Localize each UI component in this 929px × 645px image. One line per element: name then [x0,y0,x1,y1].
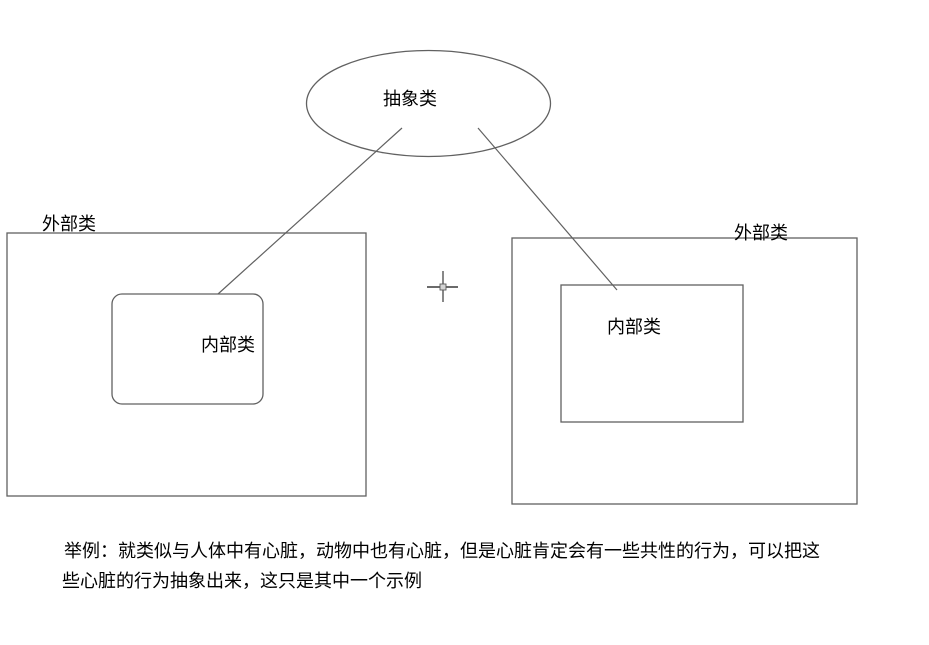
crosshair-cursor-icon [427,271,458,302]
abstract-class-ellipse [305,49,552,158]
right-outer-class-box [511,237,858,505]
right-inner-class-label: 内部类 [607,317,661,338]
connector-line-right [477,127,618,291]
right-outer-class-label: 外部类 [734,223,788,244]
caption-line-2: 些心脏的行为抽象出来，这只是其中一个示例 [62,571,422,592]
caption-line-1: 举例：就类似与人体中有心脏，动物中也有心脏，但是心脏肯定会有一些共性的行为，可以… [64,541,820,562]
right-inner-class-box [560,284,744,423]
connector-line-left [217,127,403,295]
left-inner-class-box [111,293,264,405]
left-inner-class-label: 内部类 [201,335,255,356]
abstract-class-label: 抽象类 [383,89,437,110]
left-outer-class-box [6,232,367,497]
left-outer-class-label: 外部类 [42,214,96,235]
